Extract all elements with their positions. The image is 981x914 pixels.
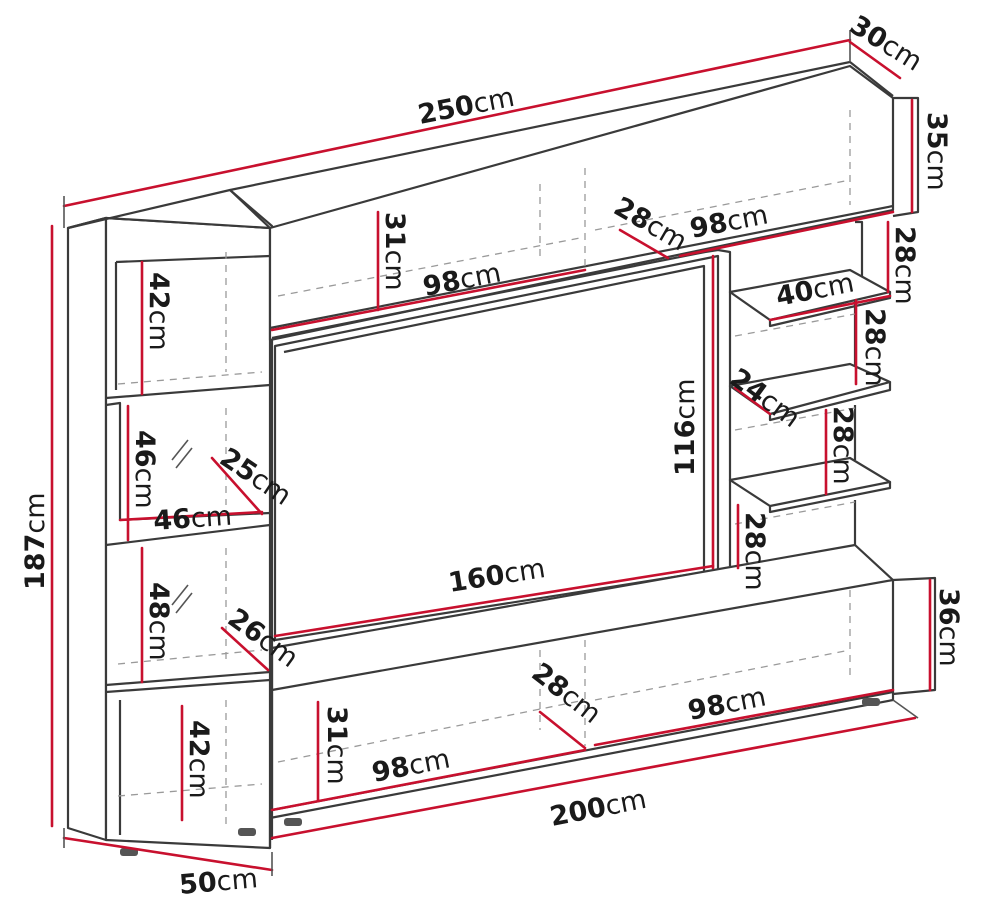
label-right-shelf-gap-1: 28cm [889,226,920,305]
label-left-lower-shelf-height: 48cm [143,582,174,661]
label-left-column-width: 50cm [178,863,259,901]
label-top-right-height: 35cm [921,112,952,191]
label-top-right-compartment-width: 98cm [687,199,770,244]
label-overall-height: 187cm [20,492,51,590]
label-right-shelf-gap-2: 28cm [859,308,890,387]
label-top-left-compartment-height: 31cm [379,212,410,291]
furniture-outline [66,60,937,856]
label-left-shelf-width: 46cm [152,501,233,537]
dimension-lines [50,30,932,876]
glass-sheen [171,439,193,614]
label-bottom-left-compartment-width: 98cm [369,743,452,788]
label-top-left-compartment-width: 98cm [420,257,503,302]
label-bottom-width: 200cm [547,784,649,833]
label-bottom-right-compartment-width: 98cm [685,681,768,726]
dimension-labels: 250cm 30cm 35cm 187cm 31cm 98cm 28cm 98c… [20,10,964,901]
label-tv-opening-height: 116cm [670,378,701,476]
label-overall-width: 250cm [415,82,517,131]
label-right-shelf-gap-4: 28cm [739,512,770,591]
label-left-top-shelf-height: 42cm [143,272,174,351]
label-bottom-right-height: 36cm [933,588,964,667]
label-right-shelf-gap-3: 28cm [827,406,858,485]
hidden-lines [117,110,856,830]
label-left-bottom-height: 42cm [183,720,214,799]
label-right-shelf-width: 40cm [773,267,856,312]
label-bottom-compartment-height: 31cm [321,706,352,785]
label-left-middle-shelf-height: 46cm [129,430,160,509]
